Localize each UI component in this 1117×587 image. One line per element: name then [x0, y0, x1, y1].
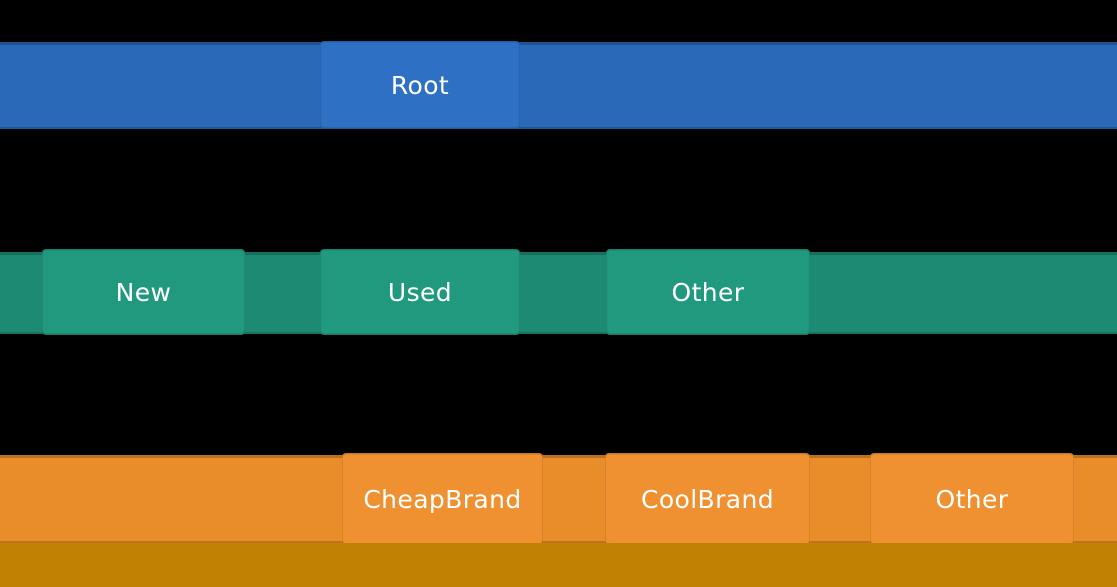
- node-new-label: New: [115, 277, 172, 307]
- node-root-label: Root: [390, 70, 450, 100]
- node-new[interactable]: New: [42, 249, 245, 335]
- node-other-brand-label: Other: [935, 484, 1009, 514]
- node-coolbrand-label: CoolBrand: [640, 484, 775, 514]
- node-used[interactable]: Used: [320, 249, 520, 335]
- node-other-condition-label: Other: [671, 277, 745, 307]
- node-coolbrand[interactable]: CoolBrand: [605, 453, 810, 545]
- node-cheapbrand[interactable]: CheapBrand: [342, 453, 543, 545]
- level-band-root: [0, 42, 1117, 129]
- node-other-brand[interactable]: Other: [870, 453, 1074, 545]
- node-used-label: Used: [387, 277, 453, 307]
- node-root[interactable]: Root: [320, 41, 520, 129]
- node-cheapbrand-label: CheapBrand: [363, 484, 522, 514]
- level-band-cropped-bottom: [0, 543, 1117, 587]
- node-other-condition[interactable]: Other: [606, 249, 810, 335]
